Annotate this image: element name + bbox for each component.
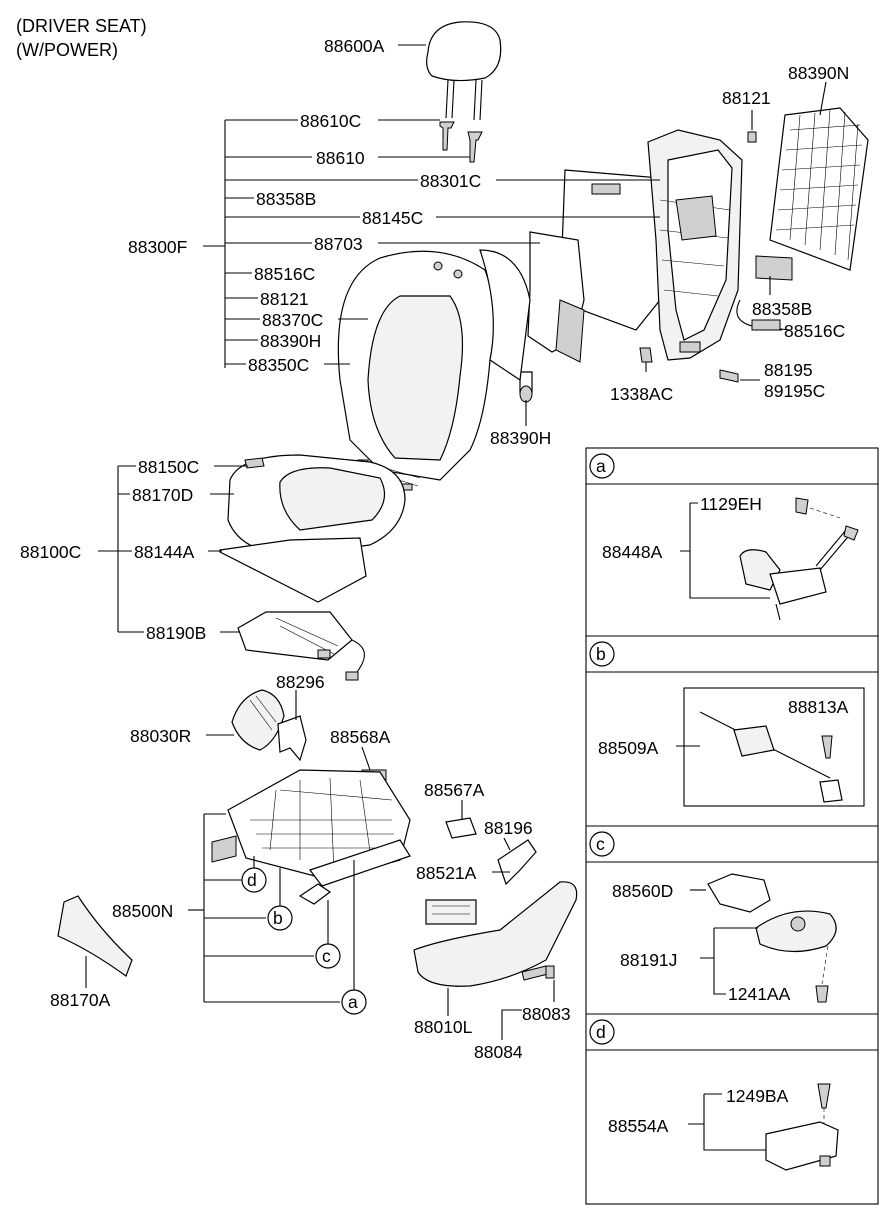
panel-d-label-1249BA: 1249BA bbox=[726, 1086, 789, 1106]
callout-a: a bbox=[348, 992, 358, 1012]
label-88121-frame: 88121 bbox=[260, 289, 309, 309]
panel-c-label-88191J: 88191J bbox=[620, 950, 677, 970]
callout-c: c bbox=[322, 946, 331, 966]
label-88170D: 88170D bbox=[132, 485, 193, 505]
guide-drawings bbox=[439, 121, 483, 163]
leader-lines bbox=[85, 44, 827, 1040]
callout-b: b bbox=[273, 908, 283, 928]
label-88121: 88121 bbox=[722, 88, 771, 108]
label-1338AC: 1338AC bbox=[610, 384, 673, 404]
label-88196: 88196 bbox=[484, 818, 533, 838]
label-88370C: 88370C bbox=[262, 310, 323, 330]
diagram-title-line2: (W/POWER) bbox=[16, 40, 118, 60]
seatback-frame-drawing bbox=[559, 129, 757, 383]
seat-cushion-drawing bbox=[219, 454, 406, 603]
panel-b-label-88813A: 88813A bbox=[788, 697, 849, 717]
switch-parts-drawing bbox=[425, 817, 537, 925]
label-88195: 88195 bbox=[764, 360, 813, 380]
front-trim-drawing bbox=[57, 895, 133, 977]
seatback-cover-drawing bbox=[337, 249, 531, 491]
side-bracket-drawing bbox=[519, 231, 585, 403]
panel-a-label-1129EH: 1129EH bbox=[700, 494, 762, 514]
detail-panels: a 1129EH 88448A b 88813A 88509A c bbox=[585, 447, 879, 1205]
cushion-pan-drawing bbox=[237, 611, 365, 681]
label-88296: 88296 bbox=[276, 672, 325, 692]
label-88610C: 88610C bbox=[300, 111, 361, 131]
side-cover-drawing bbox=[231, 689, 387, 785]
label-88170A: 88170A bbox=[50, 990, 111, 1010]
label-88358B: 88358B bbox=[752, 299, 812, 319]
label-88144A: 88144A bbox=[134, 542, 195, 562]
diagram-title-line1: (DRIVER SEAT) bbox=[16, 16, 147, 36]
headrest-drawing bbox=[426, 21, 502, 121]
panel-b-tag: b bbox=[596, 644, 606, 664]
lumbar-mesh-drawing bbox=[736, 107, 869, 331]
label-89195C: 89195C bbox=[764, 381, 825, 401]
label-88521A: 88521A bbox=[416, 863, 477, 883]
label-88100C: 88100C bbox=[20, 542, 81, 562]
label-88516C-frame: 88516C bbox=[254, 264, 315, 284]
panel-d-label-88554A: 88554A bbox=[608, 1116, 669, 1136]
panel-c-tag: c bbox=[596, 834, 605, 854]
panel-c-label-1241AA: 1241AA bbox=[728, 984, 791, 1004]
label-88300F: 88300F bbox=[128, 237, 187, 257]
label-88500N: 88500N bbox=[112, 901, 173, 921]
side-shield-drawing bbox=[413, 881, 578, 987]
panel-a-label-88448A: 88448A bbox=[602, 542, 663, 562]
panel-d-tag: d bbox=[596, 1022, 606, 1042]
panel-b-label-88509A: 88509A bbox=[598, 738, 659, 758]
label-88703: 88703 bbox=[314, 234, 363, 254]
label-88145C: 88145C bbox=[362, 208, 423, 228]
part-labels: 88600A 88610C 88610 88301C 88358B 88145C… bbox=[20, 36, 849, 1062]
panel-a-tag: a bbox=[596, 456, 606, 476]
label-88030R: 88030R bbox=[130, 726, 191, 746]
label-88568A: 88568A bbox=[330, 727, 391, 747]
label-88390N: 88390N bbox=[788, 63, 849, 83]
label-88610: 88610 bbox=[316, 148, 365, 168]
callout-d: d bbox=[247, 870, 257, 890]
label-88390H-frame: 88390H bbox=[260, 331, 321, 351]
label-88390H: 88390H bbox=[490, 428, 551, 448]
callout-markers: d b c a bbox=[241, 867, 367, 1015]
label-88358B-frame: 88358B bbox=[256, 189, 316, 209]
label-88516C: 88516C bbox=[784, 321, 845, 341]
label-88301C: 88301C bbox=[420, 171, 481, 191]
label-88190B: 88190B bbox=[146, 623, 206, 643]
seat-frame-drawing bbox=[211, 769, 411, 905]
label-88350C: 88350C bbox=[248, 355, 309, 375]
label-88567A: 88567A bbox=[424, 780, 485, 800]
label-88600A: 88600A bbox=[324, 36, 385, 56]
label-88084: 88084 bbox=[474, 1042, 523, 1062]
panel-c-label-88560D: 88560D bbox=[612, 881, 673, 901]
label-88150C: 88150C bbox=[138, 457, 199, 477]
label-88083: 88083 bbox=[522, 1004, 571, 1024]
label-88010L: 88010L bbox=[414, 1017, 473, 1037]
